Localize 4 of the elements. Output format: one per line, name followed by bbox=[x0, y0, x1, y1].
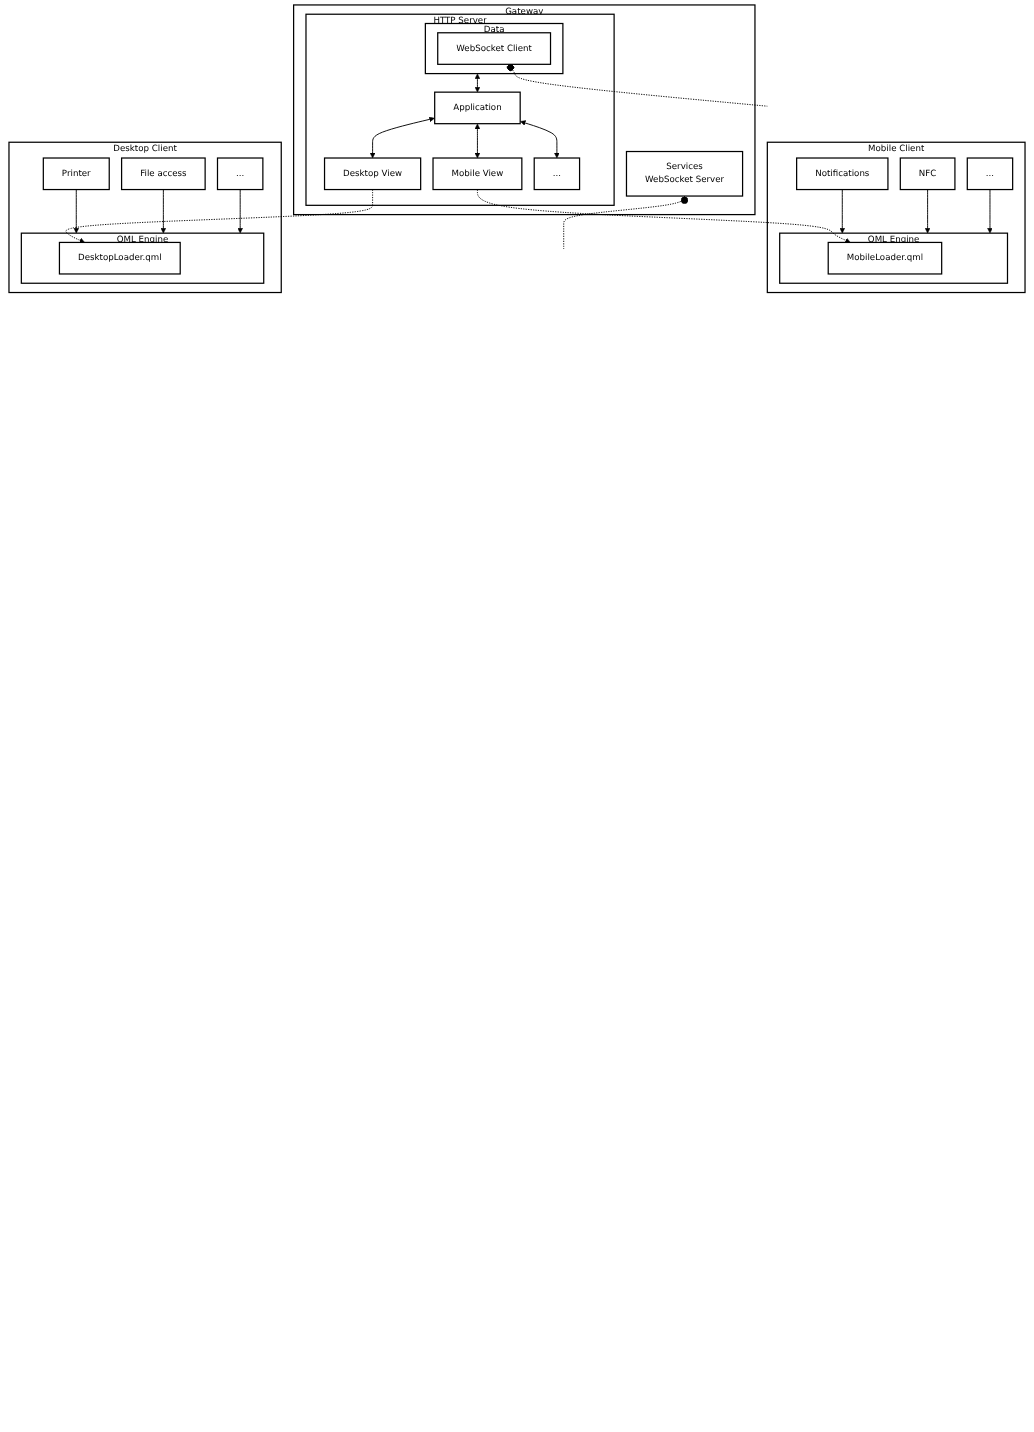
connector bbox=[474, 73, 481, 93]
connector bbox=[369, 116, 435, 159]
connector bbox=[520, 120, 560, 159]
connector bbox=[474, 123, 481, 159]
